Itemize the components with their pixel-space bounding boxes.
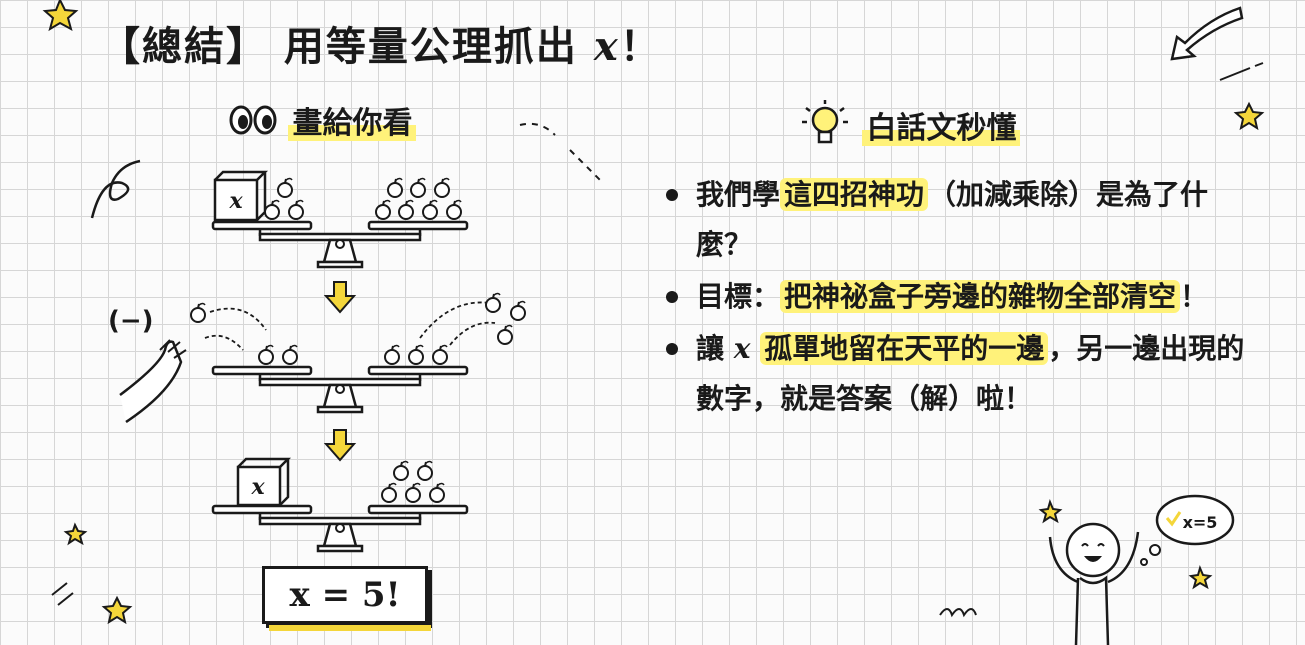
highlighted-text: 這四招神功 [780, 178, 929, 211]
hand-drawing [119, 339, 187, 424]
lightbulb-icon [802, 100, 848, 144]
star-icon [42, 0, 79, 32]
bullet-text: ！ [1180, 280, 1209, 313]
balance-diagram: x x [90, 122, 601, 553]
dash-doodle [519, 122, 601, 181]
star-icon [1188, 565, 1213, 590]
bullet-text: 我們學 [696, 178, 781, 211]
box-label-1: x [228, 188, 243, 214]
bullet-text: ，另一邊出現的數字，就是答案（解）啦！ [696, 332, 1245, 415]
star-icon [1233, 101, 1265, 131]
list-item: 我們學這四招神功（加減乘除）是為了什麼？ [660, 170, 1250, 270]
mystery-box-1: x [213, 170, 269, 222]
list-item: 讓 x 孤單地留在天平的一邊，另一邊出現的數字，就是答案（解）啦！ [660, 324, 1250, 424]
left-section-header: 畫給你看 [228, 98, 417, 142]
star-icon [101, 595, 133, 625]
left-header-label: 畫給你看 [288, 106, 417, 141]
thought-bubble-text: x=5 [1183, 513, 1218, 532]
answer-box: x = 5! [262, 566, 431, 631]
thought-bubble [1155, 494, 1235, 546]
curly-arrow-doodle [90, 159, 141, 219]
bullet-text: 讓 [696, 332, 734, 365]
star-icon [1038, 499, 1063, 524]
subtract-label: (−) [108, 306, 154, 336]
removed-apples [190, 292, 526, 351]
arrow-doodle [1170, 6, 1244, 61]
summary-list: 我們學這四招神功（加減乘除）是為了什麼？ 目標：把神祕盒子旁邊的雜物全部清空！ … [660, 170, 1250, 426]
title-variable: x [593, 23, 620, 70]
eyes-icon [229, 105, 277, 135]
happy-person-illustration: x=5 [939, 494, 1235, 645]
highlighted-text: 孤單地留在天平的一邊 [760, 332, 1049, 365]
right-header-label: 白話文秒懂 [862, 111, 1021, 146]
title-suffix: ！ [619, 24, 662, 70]
title-prefix: 【總結】 用等量公理抓出 [100, 24, 594, 70]
star-icon [63, 522, 88, 546]
page-title: 【總結】 用等量公理抓出 x！ [100, 14, 662, 72]
bullet-text: 目標： [696, 280, 781, 313]
box-label-3: x [250, 474, 265, 500]
highlighted-text: 把神祕盒子旁邊的雜物全部清空 [780, 280, 1181, 313]
list-item: 目標：把神祕盒子旁邊的雜物全部清空！ [660, 272, 1250, 322]
right-section-header: 白話文秒懂 [798, 98, 1021, 148]
mystery-box-3: x [236, 457, 292, 507]
person-head [1065, 522, 1121, 578]
bullet-text: （加減乘除）是為了什麼？ [696, 178, 1209, 261]
variable-x: x [733, 332, 751, 365]
